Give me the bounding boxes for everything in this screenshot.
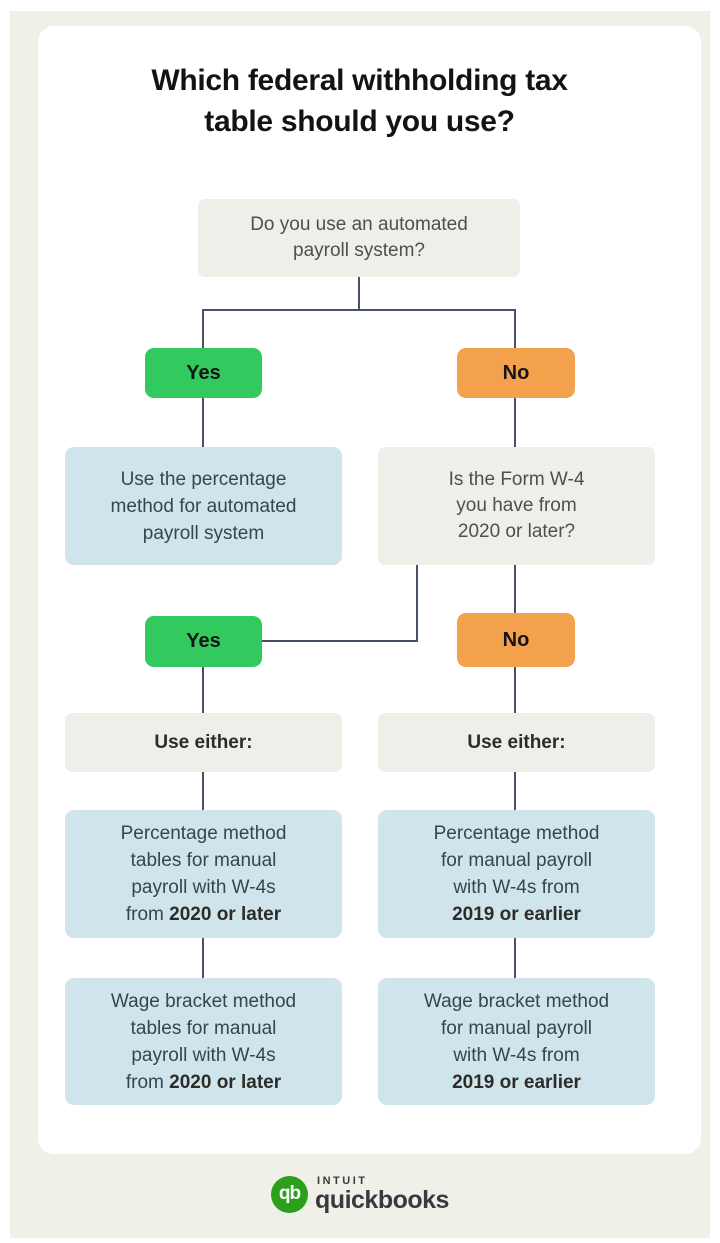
connector-line (514, 771, 516, 812)
no-label: No (502, 361, 530, 384)
connector-line (202, 937, 204, 980)
connector-line (202, 771, 204, 812)
result-text: Use the percentage (120, 468, 287, 490)
intuit-wordmark: INTUIT (317, 1175, 368, 1187)
result-text: tables for manual (130, 850, 277, 871)
result-text: payroll system (142, 522, 265, 544)
result-text: for manual payroll (440, 850, 593, 871)
connector-line (514, 666, 516, 715)
connector-line (416, 564, 418, 642)
yes-label: Yes (186, 361, 221, 384)
qb-monogram: qb (278, 1183, 301, 1204)
page-title-line2: table should you use? (204, 105, 515, 138)
question-text: Do you use an automated (250, 214, 468, 235)
result-percentage-manual-2019: Percentage method for manual payroll wit… (378, 810, 655, 938)
result-text: Wage bracket method (423, 990, 610, 1012)
logo-wordmark: INTUIT quickbooks (315, 1175, 449, 1213)
result-text: method for automated (110, 495, 297, 517)
connector-line (261, 640, 418, 642)
use-either-right: Use either: (378, 713, 655, 772)
connector-line (514, 309, 516, 350)
no-label: No (502, 628, 530, 651)
result-text: for manual payroll (440, 1017, 593, 1039)
result-percentage-manual-2020: Percentage method tables for manual payr… (65, 810, 342, 938)
result-wage-bracket-2020: Wage bracket method tables for manual pa… (65, 978, 342, 1105)
no-button-w4-2020: No (457, 613, 575, 667)
use-either-label: Use either: (154, 731, 253, 753)
question-text: 2020 or later? (457, 521, 576, 542)
connector-line (202, 309, 204, 350)
connector-line (202, 397, 204, 449)
question-text: payroll system? (293, 240, 425, 261)
result-text: Percentage method (120, 823, 287, 844)
no-button-automated: No (457, 348, 575, 398)
quickbooks-qb-icon: qb (271, 1175, 309, 1213)
result-text: Percentage method (433, 823, 600, 844)
question-text: Is the Form W-4 (448, 469, 585, 490)
result-text-emphasis-line: 2019 or earlier (452, 904, 581, 925)
use-either-left: Use either: (65, 713, 342, 772)
intuit-quickbooks-logo: qb INTUIT quickbooks (0, 1175, 720, 1213)
connector-line (202, 666, 204, 715)
result-text-emphasis-line: 2019 or earlier (452, 1071, 581, 1093)
question-text: you have from (456, 495, 577, 516)
page-title-line1: Which federal withholding tax (151, 64, 568, 97)
result-text: with W-4s from (453, 877, 580, 898)
connector-line (514, 937, 516, 980)
result-text-emphasis-line: from 2020 or later (125, 904, 282, 925)
question-form-w4-year: Is the Form W-4 you have from 2020 or la… (378, 447, 655, 565)
result-text: payroll with W-4s (131, 877, 276, 898)
yes-button-w4-2020: Yes (145, 616, 262, 667)
connector-line (358, 277, 360, 311)
page-title: Which federal withholding tax table shou… (28, 60, 691, 142)
connector-line (514, 397, 516, 449)
use-either-label: Use either: (467, 731, 566, 753)
connector-line (202, 309, 516, 311)
result-text: payroll with W-4s (131, 1044, 276, 1066)
yes-button-automated: Yes (145, 348, 262, 398)
result-text: tables for manual (130, 1017, 277, 1039)
quickbooks-wordmark: quickbooks (315, 1186, 449, 1214)
yes-label: Yes (186, 630, 221, 652)
result-text-emphasis-line: from 2020 or later (125, 1071, 282, 1093)
result-percentage-automated: Use the percentage method for automated … (65, 447, 342, 565)
connector-line (514, 564, 516, 616)
result-text: with W-4s from (453, 1044, 580, 1066)
question-automated-payroll: Do you use an automated payroll system? (198, 199, 520, 277)
result-text: Wage bracket method (110, 990, 297, 1012)
result-wage-bracket-2019: Wage bracket method for manual payroll w… (378, 978, 655, 1105)
